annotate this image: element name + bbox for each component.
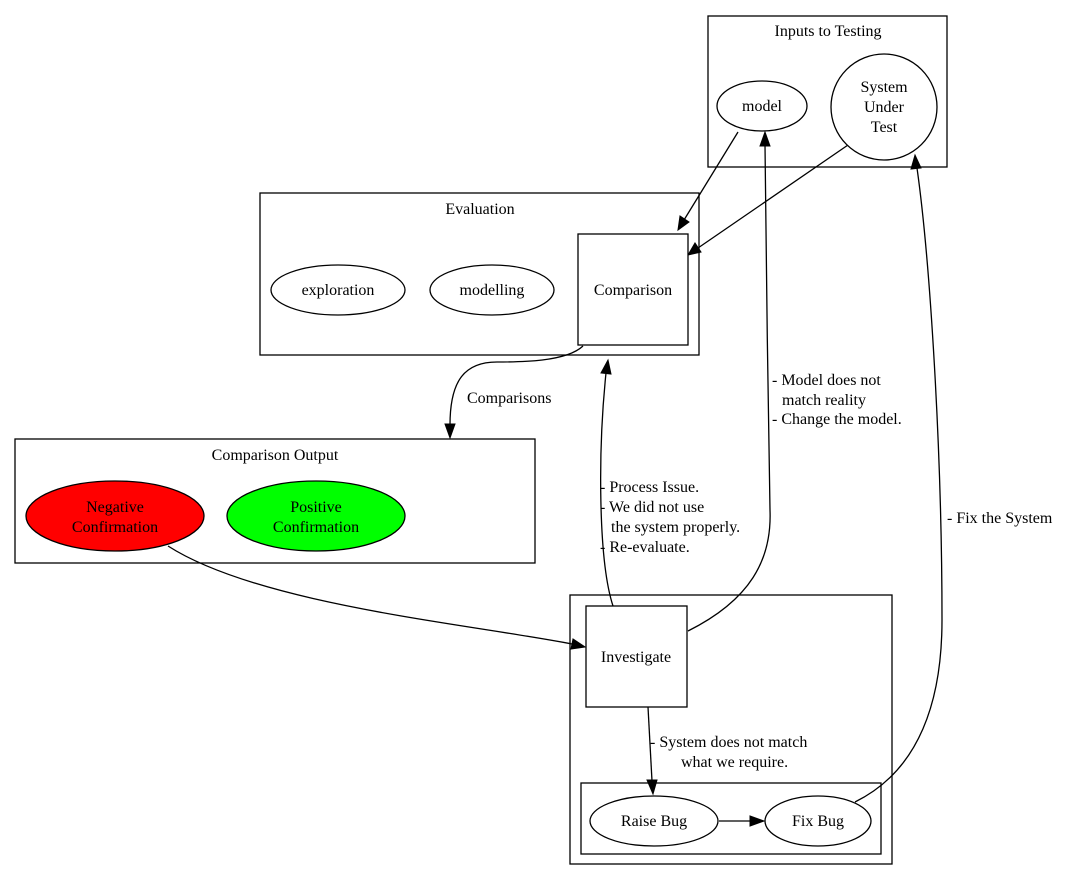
arrowhead bbox=[910, 153, 922, 170]
node-fix-bug bbox=[764, 795, 872, 847]
edge-model-to-comparison bbox=[683, 131, 739, 221]
edge-label-process-issue-3: the system properly. bbox=[611, 519, 740, 536]
edge-label-fix-system: - Fix the System bbox=[947, 510, 1053, 527]
arrowhead bbox=[686, 242, 702, 256]
node-system-under-test bbox=[830, 53, 938, 161]
node-model-label: model bbox=[742, 98, 783, 115]
node-raise-bug-label: Raise Bug bbox=[621, 813, 687, 830]
node-investigate-label: Investigate bbox=[601, 649, 671, 666]
node-fix-bug-label: Fix Bug bbox=[792, 813, 844, 830]
arrowhead bbox=[600, 358, 612, 375]
node-sut-label-1: System bbox=[860, 79, 908, 96]
node-comparison-label: Comparison bbox=[594, 282, 672, 299]
arrowhead bbox=[749, 815, 766, 827]
node-positive-label-2: Confirmation bbox=[273, 519, 359, 536]
arrowhead bbox=[677, 215, 690, 232]
cluster-comparison-output bbox=[14, 438, 536, 564]
cluster-evaluation bbox=[259, 192, 700, 356]
node-negative-confirmation bbox=[25, 480, 205, 552]
node-investigate bbox=[585, 605, 688, 708]
edge-label-model-change-2: match reality bbox=[782, 392, 866, 409]
edge-investigate-to-raisebug bbox=[647, 706, 653, 782]
edge-label-model-change-3: - Change the model. bbox=[772, 411, 902, 428]
arrowhead bbox=[759, 130, 771, 147]
edge-label-process-issue-1: - Process Issue. bbox=[600, 479, 699, 496]
node-negative-label-1: Negative bbox=[86, 499, 144, 516]
arrowhead bbox=[444, 423, 456, 440]
node-positive-label-1: Positive bbox=[290, 499, 342, 516]
edge-label-process-issue-2: - We did not use bbox=[600, 499, 704, 516]
node-exploration bbox=[270, 264, 406, 316]
arrowhead bbox=[570, 638, 587, 650]
edge-label-system-mismatch-1: - System does not match bbox=[650, 734, 807, 751]
node-modelling bbox=[429, 264, 555, 316]
edge-investigate-to-model bbox=[687, 144, 771, 632]
cluster-inputs-to-testing bbox=[707, 15, 948, 168]
node-comparison bbox=[577, 233, 689, 346]
cluster-evaluation-label: Evaluation bbox=[445, 201, 514, 218]
arrowhead bbox=[646, 779, 658, 796]
edge-label-model-change-1: - Model does not bbox=[772, 372, 881, 389]
edge-comparison-to-output bbox=[449, 345, 584, 426]
cluster-bug-fixing bbox=[580, 782, 882, 855]
cluster-investigation bbox=[569, 594, 893, 865]
node-model bbox=[716, 80, 808, 132]
node-sut-label-2: Under bbox=[864, 99, 905, 116]
edge-fixbug-to-sut bbox=[854, 167, 943, 803]
node-exploration-label: exploration bbox=[302, 282, 375, 299]
node-modelling-label: modelling bbox=[460, 282, 525, 299]
cluster-output-label: Comparison Output bbox=[212, 447, 339, 464]
node-sut-label-3: Test bbox=[871, 119, 898, 136]
edge-label-system-mismatch-2: what we require. bbox=[681, 754, 788, 771]
edge-negative-to-investigate bbox=[167, 545, 573, 645]
edge-sut-to-comparison bbox=[697, 144, 849, 249]
cluster-inputs-label: Inputs to Testing bbox=[774, 23, 881, 40]
edge-label-comparisons: Comparisons bbox=[467, 390, 551, 407]
node-raise-bug bbox=[589, 795, 719, 847]
edge-investigate-to-comparison bbox=[600, 372, 614, 607]
edge-label-process-issue-4: - Re-evaluate. bbox=[600, 539, 690, 556]
node-positive-confirmation bbox=[226, 480, 406, 552]
node-negative-label-2: Confirmation bbox=[72, 519, 158, 536]
